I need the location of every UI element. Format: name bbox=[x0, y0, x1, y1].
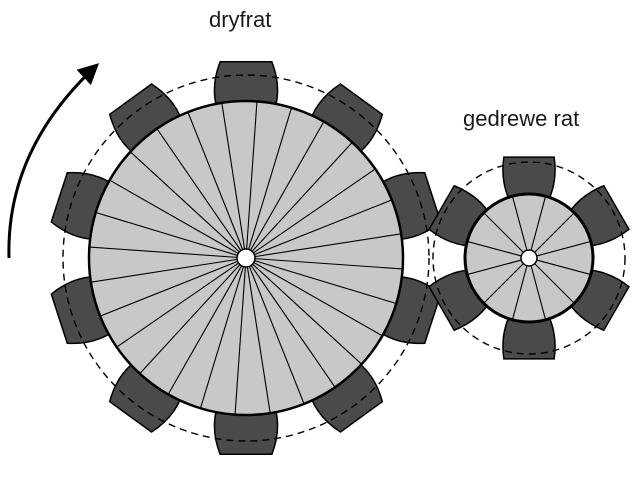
driver-gear-spoke bbox=[249, 121, 325, 251]
driven-gear-spoke bbox=[511, 196, 528, 251]
driven-pitch-circle bbox=[432, 161, 626, 355]
driver-gear-spoke bbox=[248, 107, 293, 250]
driver-gear-spoke bbox=[109, 179, 239, 255]
driver-gear-spoke bbox=[250, 265, 336, 388]
driven-gear-spoke bbox=[467, 259, 522, 276]
driver-gear-spoke bbox=[167, 265, 243, 395]
driver-gear-spoke bbox=[252, 263, 362, 365]
driver-pitch-circle bbox=[62, 74, 430, 442]
driven-gear-spoke bbox=[530, 265, 547, 320]
driven-gear-spoke bbox=[511, 265, 528, 320]
driven-gear-spoke bbox=[534, 263, 575, 304]
driven-gear-spoke bbox=[536, 259, 591, 276]
driver-gear-spoke bbox=[253, 168, 376, 254]
driver-gear-spoke bbox=[90, 258, 238, 283]
driver-gear-spoke bbox=[254, 199, 393, 256]
driven-gear-spoke bbox=[536, 240, 591, 257]
driver-gear-spoke bbox=[254, 260, 397, 305]
driver-gear-spoke bbox=[251, 142, 353, 252]
driver-gear-label: dryfrat bbox=[209, 7, 272, 32]
driver-gear-spoke bbox=[99, 260, 238, 317]
driven-gear-spoke bbox=[467, 240, 522, 257]
driver-gear-spoke bbox=[246, 266, 271, 414]
driver-gear-spoke bbox=[234, 266, 246, 415]
driver-gear-spoke bbox=[116, 262, 239, 348]
driver-gear-spoke bbox=[139, 264, 241, 374]
driver-gear-spoke bbox=[156, 128, 242, 251]
driver-gear-hub bbox=[236, 248, 256, 268]
driver-gear-spoke bbox=[187, 111, 244, 250]
driver-gear-spoke bbox=[248, 266, 305, 405]
driven-gear-body bbox=[463, 192, 595, 324]
driven-gear-spoke bbox=[483, 263, 524, 304]
driver-gear-body bbox=[87, 99, 405, 417]
driver-gear-spoke bbox=[246, 101, 258, 250]
driven-gear-spoke bbox=[530, 196, 547, 251]
pitch-circles bbox=[62, 74, 626, 442]
driven-gear-spoke bbox=[483, 212, 524, 253]
driven-gear-hub bbox=[520, 249, 538, 267]
driver-gear-spoke bbox=[95, 211, 238, 256]
driver-gear-spoke bbox=[89, 246, 238, 258]
rotation-arrow bbox=[7, 63, 100, 259]
driven-gear-spoke bbox=[534, 212, 575, 253]
driven-gear-label: gedrewe rat bbox=[463, 106, 580, 131]
driver-gear-spoke bbox=[130, 151, 240, 253]
driver-gear-spoke bbox=[254, 233, 402, 258]
driver-gear-spoke bbox=[253, 261, 383, 337]
driver-gear-spoke bbox=[199, 266, 244, 409]
driver-gear-spoke bbox=[254, 258, 403, 270]
driver-gear-spoke bbox=[221, 102, 246, 250]
